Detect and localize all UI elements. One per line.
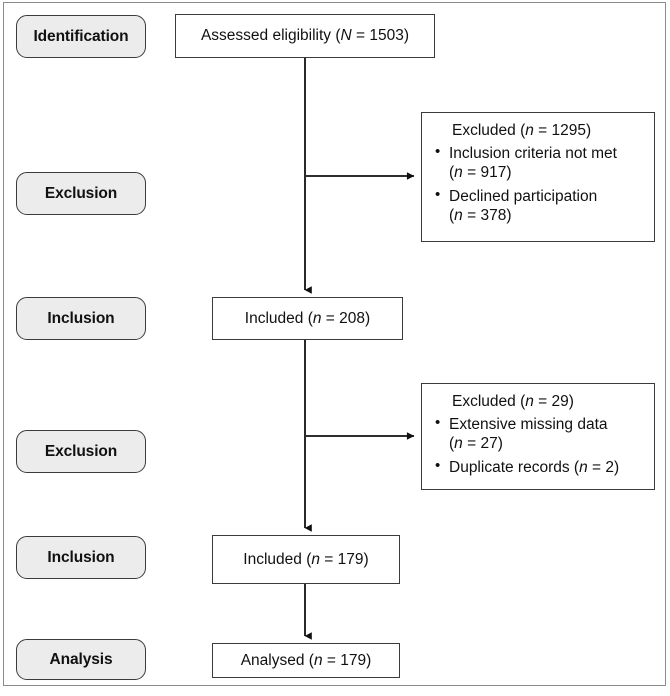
exclusion-reason-item: Duplicate records (n = 2) bbox=[434, 457, 644, 478]
exclusion-reason-count-prefix: ( bbox=[449, 207, 455, 225]
exclusion-title-prefix: Excluded ( bbox=[452, 122, 526, 139]
node-included-208[interactable]: Included (n = 208) bbox=[212, 297, 403, 340]
node-symbol: n bbox=[312, 309, 322, 327]
exclusion-reason-count-prefix: ( bbox=[449, 164, 455, 182]
exclusion-box-1295[interactable]: Excluded (n = 1295) Inclusion criteria n… bbox=[421, 112, 655, 242]
exclusion-reason-text: Duplicate records bbox=[449, 458, 574, 476]
node-included-179[interactable]: Included (n = 179) bbox=[212, 535, 400, 584]
stage-pill-inclusion-2[interactable]: Inclusion bbox=[16, 536, 146, 579]
stage-pill-exclusion-2[interactable]: Exclusion bbox=[16, 430, 146, 473]
stage-pill-label: Exclusion bbox=[44, 442, 118, 460]
exclusion-title-suffix: = 1295) bbox=[533, 122, 592, 139]
stage-pill-label: Exclusion bbox=[44, 184, 118, 202]
exclusion-reason-count-suffix: = 917) bbox=[462, 164, 512, 182]
exclusion-reason-count-symbol: n bbox=[579, 458, 588, 476]
node-assessed-eligibility[interactable]: Assessed eligibility (N = 1503) bbox=[175, 14, 435, 58]
node-text-prefix: Included ( bbox=[244, 309, 313, 327]
node-symbol: n bbox=[313, 651, 323, 669]
stage-pill-identification[interactable]: Identification bbox=[16, 15, 146, 58]
exclusion-reason-item: Inclusion criteria not met (n = 917) bbox=[434, 143, 644, 183]
exclusion-reason-list: Inclusion criteria not met (n = 917) Dec… bbox=[434, 143, 644, 226]
exclusion-title-prefix: Excluded ( bbox=[452, 393, 526, 410]
exclusion-box-29[interactable]: Excluded (n = 29) Extensive missing data… bbox=[421, 383, 655, 490]
stage-pill-exclusion-1[interactable]: Exclusion bbox=[16, 172, 146, 215]
exclusion-reason-item: Extensive missing data (n = 27) bbox=[434, 414, 644, 454]
node-symbol: N bbox=[340, 27, 352, 44]
exclusion-reason-text: Inclusion criteria not met bbox=[449, 144, 617, 162]
exclusion-reason-text: Declined participation bbox=[449, 187, 598, 205]
stage-pill-analysis[interactable]: Analysis bbox=[16, 639, 146, 680]
stage-pill-label: Identification bbox=[33, 27, 129, 45]
exclusion-reason-count-symbol: n bbox=[454, 435, 463, 453]
exclusion-title: Excluded (n = 29) bbox=[452, 392, 644, 412]
exclusion-reason-item: Declined participation (n = 378) bbox=[434, 186, 644, 226]
node-text-suffix: = 208) bbox=[321, 309, 371, 327]
node-text-suffix: = 179) bbox=[322, 651, 372, 669]
node-text-prefix: Assessed eligibility ( bbox=[200, 27, 341, 44]
exclusion-reason-list: Extensive missing data (n = 27) Duplicat… bbox=[434, 414, 644, 478]
node-label: Included (n = 208) bbox=[245, 310, 370, 328]
node-symbol: n bbox=[311, 550, 320, 568]
node-label: Included (n = 179) bbox=[243, 551, 368, 569]
exclusion-reason-text: Extensive missing data bbox=[449, 415, 608, 433]
node-label: Assessed eligibility (N = 1503) bbox=[201, 27, 409, 45]
exclusion-reason-count-suffix: = 2) bbox=[587, 458, 620, 476]
exclusion-reason-count-suffix: = 378) bbox=[462, 207, 512, 225]
node-text-suffix: = 179) bbox=[320, 550, 369, 568]
node-text-prefix: Included ( bbox=[243, 550, 312, 568]
node-text-suffix: = 1503) bbox=[351, 27, 410, 44]
stage-pill-label: Inclusion bbox=[47, 309, 115, 327]
exclusion-reason-count-symbol: n bbox=[454, 207, 463, 225]
stage-pill-label: Analysis bbox=[49, 650, 113, 668]
exclusion-reason-count-symbol: n bbox=[454, 164, 463, 182]
exclusion-title-suffix: = 29) bbox=[533, 393, 574, 410]
stage-pill-inclusion-1[interactable]: Inclusion bbox=[16, 297, 146, 340]
exclusion-title-symbol: n bbox=[525, 122, 534, 139]
node-label: Analysed (n = 179) bbox=[241, 652, 372, 670]
node-text-prefix: Analysed ( bbox=[240, 651, 314, 669]
exclusion-reason-count-suffix: = 27) bbox=[462, 435, 503, 453]
exclusion-title-symbol: n bbox=[525, 393, 534, 410]
exclusion-reason-count-prefix: ( bbox=[449, 435, 455, 453]
node-analysed-179[interactable]: Analysed (n = 179) bbox=[212, 643, 400, 678]
exclusion-title: Excluded (n = 1295) bbox=[452, 121, 644, 141]
exclusion-reason-count-prefix: ( bbox=[573, 458, 580, 476]
stage-pill-label: Inclusion bbox=[47, 548, 115, 566]
